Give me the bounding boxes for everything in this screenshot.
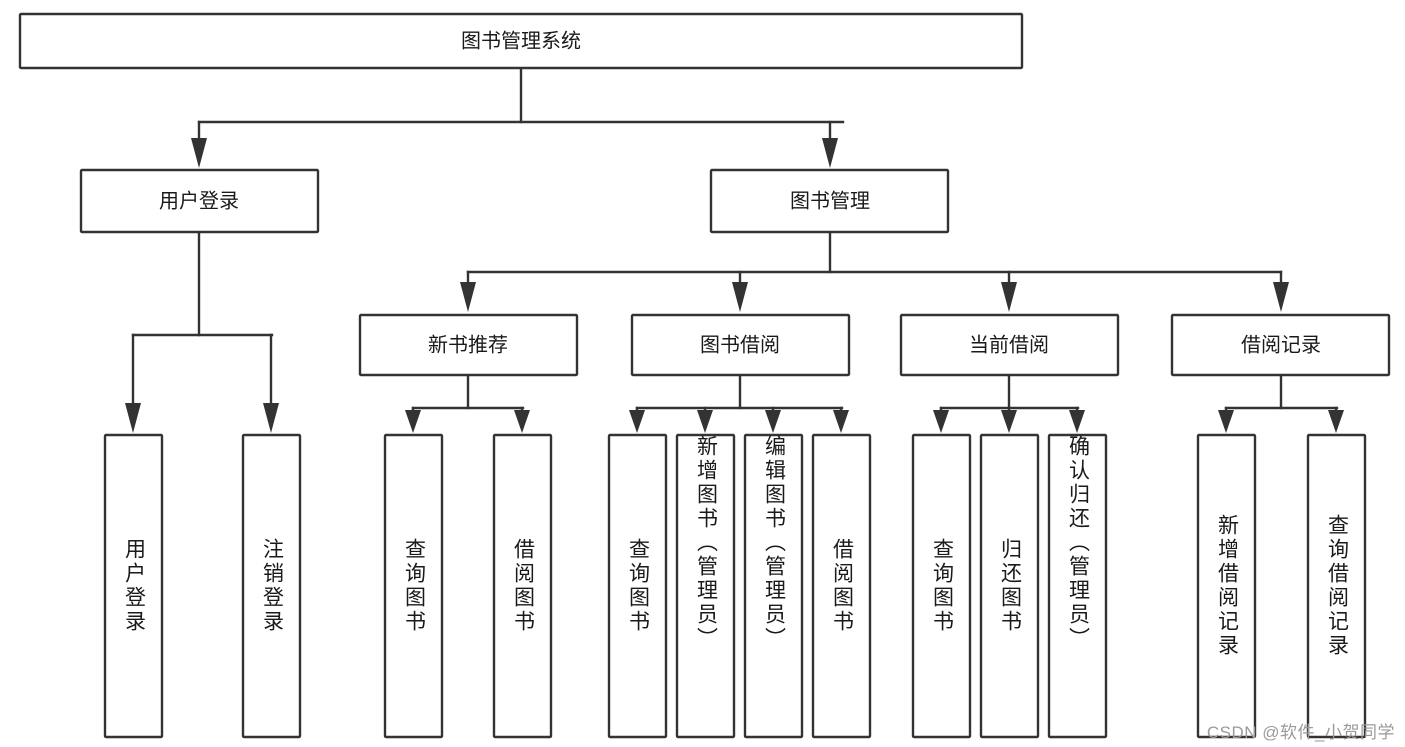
arrowhead-new-book-recommend <box>460 282 476 312</box>
arrowhead-current-borrow <box>1001 282 1017 312</box>
arrowhead-user-login <box>191 138 207 168</box>
node-box-leaf-query-book-3[interactable] <box>911 433 972 739</box>
node-box-leaf-add-record[interactable] <box>1196 433 1257 739</box>
node-label-current-borrow: 当前借阅 <box>969 333 1049 356</box>
node-box-current-borrow[interactable] <box>899 313 1120 377</box>
node-box-leaf-borrow-book-2[interactable] <box>811 433 872 739</box>
node-label-book-borrow: 图书借阅 <box>700 333 780 356</box>
node-box-leaf-edit-book[interactable] <box>743 433 804 739</box>
arrowhead-leaf-query-book-2 <box>629 410 645 433</box>
arrowhead-leaf-add-book <box>697 410 713 433</box>
arrowhead-leaf-user-login <box>125 403 141 433</box>
node-box-leaf-query-record[interactable] <box>1306 433 1367 739</box>
node-box-user-login[interactable] <box>79 168 320 234</box>
node-box-leaf-user-login[interactable] <box>103 433 164 739</box>
arrowhead-leaf-borrow-book-1 <box>514 410 530 433</box>
arrowhead-leaf-edit-book <box>765 410 781 433</box>
node-box-leaf-borrow-book-1[interactable] <box>492 433 553 739</box>
node-box-leaf-add-book[interactable] <box>675 433 736 739</box>
node-label-new-book-recommend: 新书推荐 <box>428 333 508 356</box>
node-box-leaf-return-book[interactable] <box>979 433 1040 739</box>
arrowhead-book-manage <box>822 138 838 168</box>
node-label-root: 图书管理系统 <box>461 29 581 52</box>
node-label-borrow-record: 借阅记录 <box>1241 333 1321 356</box>
arrowhead-leaf-borrow-book-2 <box>833 410 849 433</box>
node-box-leaf-logout[interactable] <box>241 433 302 739</box>
nodes-group: 图书管理系统 用户登录 图书管理 新书推荐 图书借阅 当前借阅 借阅记录 <box>18 12 1391 739</box>
node-box-leaf-confirm-return[interactable] <box>1047 433 1108 739</box>
arrowhead-borrow-record <box>1273 282 1289 312</box>
node-box-new-book-recommend[interactable] <box>358 313 579 377</box>
watermark-text: CSDN @软件_小贺同学 <box>1206 723 1395 742</box>
arrowhead-leaf-query-book-3 <box>933 410 949 433</box>
node-box-book-manage[interactable] <box>709 168 950 234</box>
arrowhead-leaf-return-book <box>1001 410 1017 433</box>
arrowhead-leaf-add-record <box>1218 410 1234 433</box>
node-label-user-login: 用户登录 <box>159 189 239 212</box>
node-box-root[interactable] <box>18 12 1024 70</box>
arrowhead-leaf-query-record <box>1328 410 1344 433</box>
connectors-group <box>125 66 1344 433</box>
node-box-leaf-query-book-2[interactable] <box>607 433 668 739</box>
arrowhead-leaf-logout <box>263 403 279 433</box>
arrowhead-leaf-query-book-1 <box>405 410 421 433</box>
arrowhead-leaf-confirm-return <box>1069 410 1085 433</box>
node-box-borrow-record[interactable] <box>1170 313 1391 377</box>
arrowhead-book-borrow <box>732 282 748 312</box>
node-box-book-borrow[interactable] <box>630 313 851 377</box>
node-label-book-manage: 图书管理 <box>790 189 870 212</box>
node-box-leaf-query-book-1[interactable] <box>383 433 444 739</box>
